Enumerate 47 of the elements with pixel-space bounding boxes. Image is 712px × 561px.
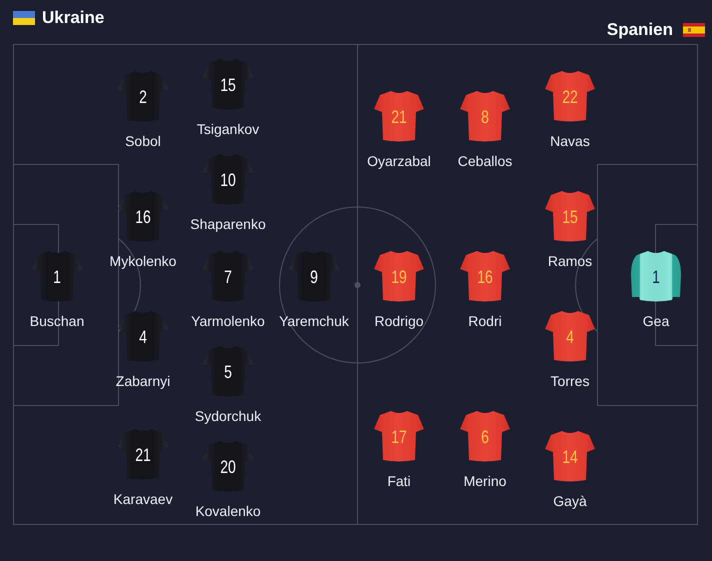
team-name: Ukraine <box>42 8 104 28</box>
jersey-number: 21 <box>391 108 407 126</box>
jersey-number: 15 <box>220 76 236 94</box>
player-name: Sydorchuk <box>194 408 262 424</box>
player-name: Karavaev <box>113 491 173 507</box>
jersey-number: 4 <box>139 328 147 346</box>
jersey-number: 6 <box>481 428 489 446</box>
jersey-number: 5 <box>224 363 232 382</box>
player-name: Yaremchuk <box>279 313 349 329</box>
jersey-number: 21 <box>135 446 151 464</box>
jersey-number: 7 <box>224 268 232 286</box>
jersey-number: 10 <box>220 171 236 190</box>
jersey-number: 16 <box>135 208 151 226</box>
player-jersey <box>631 249 681 303</box>
jersey-number: 9 <box>310 268 318 286</box>
player-name: Oyarzabal <box>367 153 431 169</box>
player-name: Fati <box>387 473 411 489</box>
player-name: Merino <box>464 473 506 489</box>
jersey-number: 15 <box>562 208 578 226</box>
jersey-number: 4 <box>566 328 574 346</box>
player-name: Gayà <box>553 493 587 509</box>
player-name: Ramos <box>548 253 592 269</box>
player-name: Kovalenko <box>195 503 261 519</box>
player-name: Rodri <box>468 313 502 329</box>
jersey-number: 17 <box>391 428 407 446</box>
player-name: Torres <box>550 373 590 389</box>
player-name: Zabarnyi <box>116 373 170 389</box>
jersey-number: 2 <box>139 88 147 106</box>
player-name: Ceballos <box>458 153 512 169</box>
jersey-number: 14 <box>562 448 578 466</box>
jersey-number: 16 <box>477 268 493 286</box>
jersey-number: 20 <box>220 458 236 476</box>
player-name: Mykolenko <box>110 253 176 269</box>
player-name: Navas <box>550 133 590 149</box>
player-name: Shaparenko <box>190 216 266 232</box>
player-name: Yarmolenko <box>191 313 265 329</box>
player-name: Tsigankov <box>196 121 260 137</box>
jersey-number: 1 <box>652 268 660 286</box>
team-name: Spanien <box>606 20 673 40</box>
jersey-number: 22 <box>562 88 578 106</box>
player-name: Sobol <box>125 133 161 149</box>
jersey-number: 8 <box>481 108 489 126</box>
player-name: Rodrigo <box>374 313 424 329</box>
jersey-number: 1 <box>53 268 61 286</box>
player-name: Gea <box>642 313 670 329</box>
player-name: Buschan <box>30 313 84 329</box>
jersey-number: 19 <box>391 268 407 286</box>
